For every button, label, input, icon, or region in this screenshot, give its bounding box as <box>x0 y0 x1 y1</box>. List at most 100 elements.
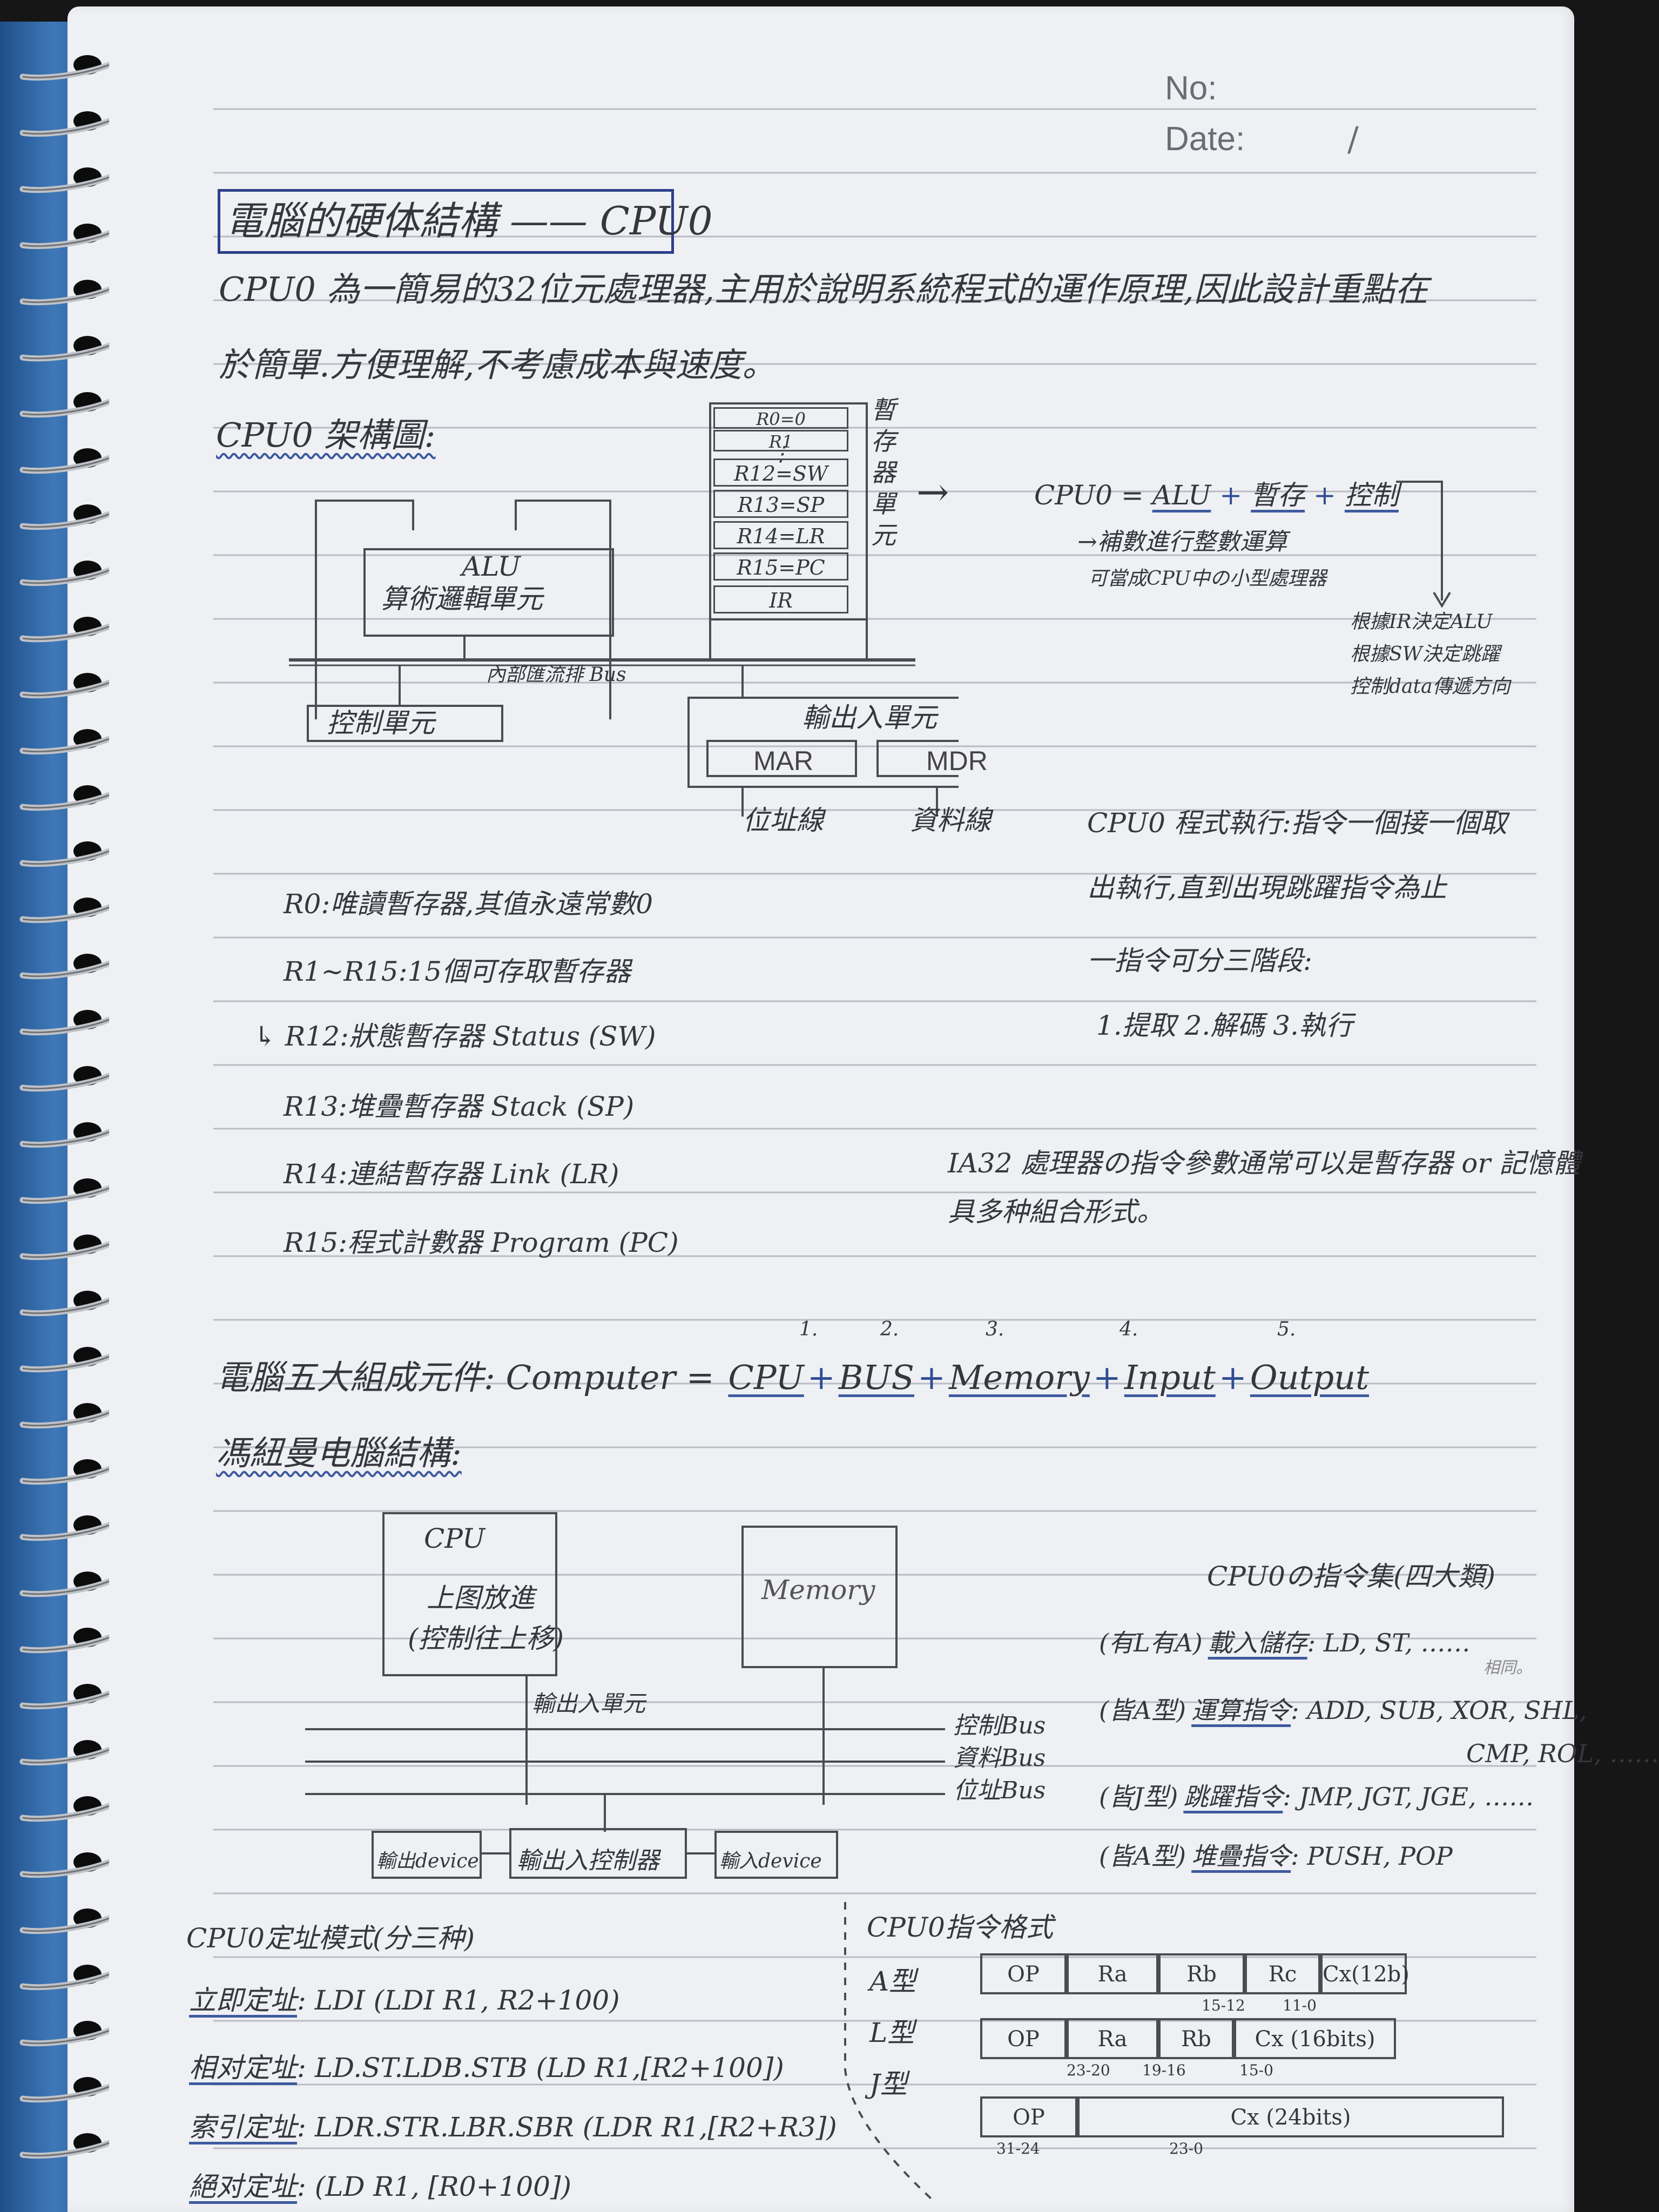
isa-row-ops: : LD, ST, …… <box>1307 1628 1471 1657</box>
isa-row: (皆J型)跳躍指令: JMP, JGT, JGE, …… <box>1099 1783 1534 1811</box>
format-type-label: J型 <box>869 2068 908 2100</box>
format-field: Rb <box>1158 2018 1234 2059</box>
format-field: Rb <box>1158 1953 1245 1994</box>
addressing-text: : LD.ST.LDB.STB (LD R1,[R2+100]) <box>297 2052 784 2083</box>
isa-row: (皆A型)堆疊指令: PUSH, POP <box>1099 1843 1453 1870</box>
format-field: Cx (24bits) <box>1077 2096 1504 2137</box>
input-device-label: 輸入device <box>719 1850 822 1872</box>
isa-row-ops: CMP, ROL, …… <box>1466 1739 1659 1768</box>
formula-prefix: CPU0 = <box>1034 480 1144 511</box>
mar-label: MAR <box>753 746 814 776</box>
output-device-label: 輸出device <box>376 1850 479 1872</box>
register-note: R13:堆疊暫存器 Stack (SP) <box>284 1091 635 1122</box>
vonneumann-diagram <box>305 1512 945 1879</box>
formula-plus-1: + <box>1219 480 1243 511</box>
alu-description: 算術邏輯單元 <box>381 583 543 615</box>
format-field: OP <box>980 2096 1077 2137</box>
isa-side-note: 相同。 <box>1483 1658 1532 1677</box>
format-bit-range: 15-0 <box>1239 2061 1273 2079</box>
addressing-text: : LDI (LDI R1, R2+100) <box>297 1985 620 2016</box>
format-type-label: A型 <box>869 1966 916 1997</box>
isa-row-ops: : JMP, JGT, JGE, …… <box>1283 1782 1534 1811</box>
exec-line-3: 一指令可分三階段: <box>1087 945 1312 976</box>
isa-row-name: 堆疊指令 <box>1191 1842 1291 1871</box>
isa-row-type: (皆A型) <box>1099 1696 1186 1725</box>
component-item: CPU <box>728 1358 804 1397</box>
control-arrow <box>1396 481 1451 608</box>
alu-note-1: →補數進行整數運算 <box>1077 528 1287 556</box>
component-item: BUS <box>838 1358 914 1397</box>
exec-line-4: 1.提取 2.解碼 3.執行 <box>1096 1010 1353 1041</box>
format-heading: CPU0指令格式 <box>867 1912 1053 1943</box>
addressing-text: : (LD R1, [R0+100]) <box>297 2171 571 2202</box>
data-line-label: 資料線 <box>910 805 991 836</box>
component-number: 3. <box>986 1318 1004 1340</box>
isa-row-name: 載入儲存 <box>1208 1628 1307 1657</box>
ia32-note-line-2: 具多种組合形式。 <box>948 1196 1164 1228</box>
component-number: 5. <box>1277 1318 1296 1340</box>
format-field: OP <box>980 2018 1067 2059</box>
address-bus-label: 位址Bus <box>953 1777 1046 1804</box>
formula-register: 暫存 <box>1251 480 1305 511</box>
register-cell: R15=PC <box>713 552 848 581</box>
alu-label: ALU <box>462 551 521 582</box>
dashed-divider <box>844 1902 933 2200</box>
addressing-row: 絕对定址: (LD R1, [R0+100]) <box>189 2172 571 2202</box>
register-cell: R0=0 <box>713 407 848 429</box>
vn-memory-label: Memory <box>761 1574 875 1606</box>
register-note: ↳ R12:狀態暫存器 Status (SW) <box>254 1021 656 1052</box>
register-note: R1~R15:15個可存取暫存器 <box>284 956 631 987</box>
addressing-row: 索引定址: LDR.STR.LBR.SBR (LDR R1,[R2+R3]) <box>189 2113 837 2142</box>
format-field: Ra <box>1067 2018 1158 2059</box>
ia32-note-line-1: IA32 處理器の指令參數通常可以是暫存器 or 記憶體 <box>948 1148 1581 1179</box>
format-bit-range: 19-16 <box>1142 2061 1186 2079</box>
format-bit-range: 15-12 <box>1202 1997 1245 2014</box>
address-line-label: 位址線 <box>743 805 824 836</box>
component-item: Memory <box>948 1358 1090 1397</box>
isa-row-type: (有L有A) <box>1099 1628 1203 1657</box>
isa-row: CMP, ROL, …… <box>1466 1740 1659 1768</box>
register-unit-char: 暫 <box>871 395 896 424</box>
component-item: Input <box>1124 1358 1216 1397</box>
formula-plus-2: + <box>1313 480 1336 511</box>
isa-row-name: 跳躍指令 <box>1183 1782 1283 1811</box>
format-bit-range: 11-0 <box>1283 1997 1317 2014</box>
format-field: OP <box>980 1953 1067 1994</box>
isa-row-type: (皆A型) <box>1099 1842 1186 1871</box>
format-bit-range: 23-20 <box>1067 2061 1110 2079</box>
control-bus-label: 控制Bus <box>953 1712 1046 1739</box>
addressing-heading: CPU0定址模式(分三种) <box>186 1923 475 1954</box>
component-number: 4. <box>1120 1318 1138 1340</box>
format-field: Cx (16bits) <box>1234 2018 1396 2059</box>
ruled-lines <box>213 108 1536 2149</box>
addressing-row: 相对定址: LD.ST.LDB.STB (LD R1,[R2+100]) <box>189 2053 784 2083</box>
component-plus: + <box>1092 1358 1121 1397</box>
internal-bus-label: 內部匯流排 Bus <box>486 664 626 686</box>
component-plus: + <box>917 1358 946 1397</box>
control-note-3: 控制data傳遞方向 <box>1350 676 1510 698</box>
formula-alu: ALU <box>1152 480 1211 511</box>
addressing-name: 絕对定址 <box>189 2171 297 2202</box>
io-unit-label: 輸出入單元 <box>802 702 937 733</box>
five-components-items: CPU+BUS+Memory+Input+Output <box>725 1358 1372 1397</box>
no-label: No: <box>1165 70 1217 107</box>
vn-cpu-note-1: 上图放進 <box>427 1582 535 1614</box>
format-bit-range: 31-24 <box>996 2140 1040 2157</box>
format-field: Ra <box>1067 1953 1158 1994</box>
exec-line-1: CPU0 程式執行:指令一個接一個取 <box>1087 807 1507 839</box>
component-item: Output <box>1250 1358 1369 1397</box>
formula-expression: CPU0 = ALU + 暫存 + 控制 <box>1034 481 1399 510</box>
addressing-row: 立即定址: LDI (LDI R1, R2+100) <box>189 1986 620 2015</box>
vn-io-unit-label: 輸出入單元 <box>532 1690 646 1717</box>
register-cell: R1 <box>713 430 848 452</box>
isa-row-ops: : PUSH, POP <box>1291 1842 1453 1871</box>
intro-line-2: 於簡單.方便理解,不考慮成本與速度。 <box>219 345 776 385</box>
component-number: 1. <box>799 1318 818 1340</box>
addressing-name: 立即定址 <box>189 1985 297 2016</box>
register-unit-char: 存 <box>871 427 896 456</box>
component-plus: + <box>1218 1358 1247 1397</box>
control-unit-label: 控制單元 <box>327 707 435 739</box>
register-cell: R14=LR <box>713 521 848 549</box>
five-components-prefix: 電腦五大組成元件: Computer = <box>216 1358 714 1397</box>
formula-arrow: → <box>916 469 949 515</box>
